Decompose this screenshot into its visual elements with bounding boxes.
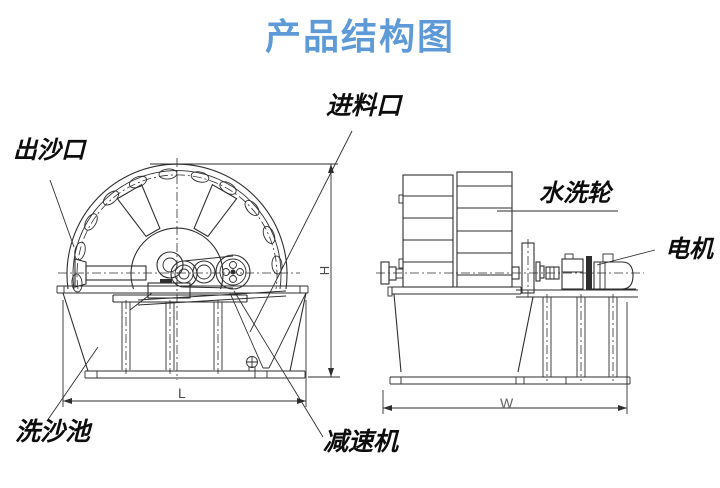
side-view <box>376 171 644 414</box>
dim-length-label: L <box>178 385 186 401</box>
wheel-centerlines <box>58 158 300 380</box>
drive-train-side <box>511 239 636 297</box>
front-view <box>56 158 340 407</box>
tank-hopper <box>229 292 307 369</box>
dim-height <box>150 163 340 378</box>
page-title: 产品结构图 <box>264 16 455 57</box>
coupling <box>545 266 560 280</box>
wheel-shaft <box>74 258 147 288</box>
dim-height-label: H <box>317 265 333 276</box>
dim-width-label: W <box>500 395 514 411</box>
leader-motor <box>596 249 656 266</box>
tank-side <box>387 286 631 385</box>
leader-sand-outlet <box>49 179 75 248</box>
label-motor: 电机 <box>665 236 713 263</box>
fan-cowl <box>586 256 592 290</box>
label-reducer: 减速机 <box>323 428 399 456</box>
feed-chute <box>116 183 238 238</box>
label-feed-inlet: 进料口 <box>326 92 402 120</box>
leader-lines <box>46 130 656 438</box>
leader-reducer <box>233 290 324 438</box>
leader-washing-tank <box>46 346 99 422</box>
drive-pulleys <box>129 251 287 311</box>
dim-width <box>382 302 628 414</box>
leader-feed-inlet <box>249 130 353 333</box>
drive-belt <box>183 255 234 262</box>
label-sand-outlet: 出沙口 <box>13 137 85 164</box>
drive-motor-front <box>147 282 191 299</box>
tank-front <box>56 285 309 379</box>
label-washing-tank: 洗沙池 <box>15 418 91 446</box>
drain-valve <box>246 356 258 372</box>
label-washing-wheel: 水洗轮 <box>539 180 611 207</box>
wheel-drum <box>130 227 224 290</box>
reducer-box <box>561 258 584 290</box>
bearing-left <box>380 261 404 285</box>
wheel-side <box>398 171 513 288</box>
pedestal <box>112 294 248 374</box>
support-frame <box>516 289 638 381</box>
